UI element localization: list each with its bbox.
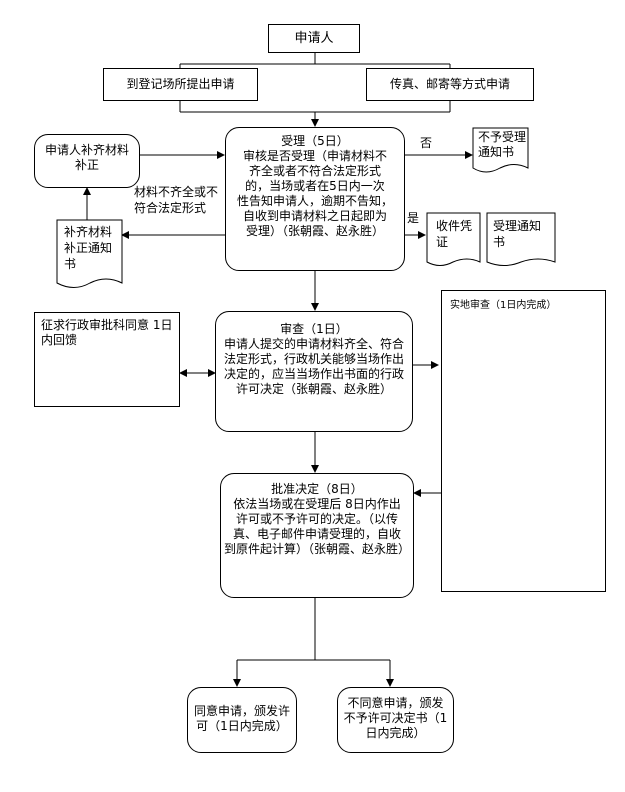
approve-box: 同意申请，颁发许 可（1日内完成） bbox=[187, 687, 297, 753]
site-check-label: 实地审查（1日内完成） bbox=[450, 300, 557, 311]
incomplete-label: 材料不齐全或不 符合法定形式 bbox=[134, 185, 219, 215]
decision-body: 依法当场或在受理后 8日内作出 许可或不予许可的决定。（以传 真、电子邮件申请受… bbox=[223, 497, 410, 556]
deny-label: 不同意申请，颁发 不予许可决定书（1 日内完成） bbox=[343, 696, 448, 740]
review-body: 申请人提交的申请材料齐全、符合 法定形式，行政机关能够当场作出 决定的，应当当场… bbox=[223, 337, 404, 396]
approve-label: 同意申请，颁发许 可（1日内完成） bbox=[193, 704, 290, 733]
deny-box: 不同意申请，颁发 不予许可决定书（1 日内完成） bbox=[337, 687, 454, 753]
accept-box: 受理（5日） 审核是否受理（申请材料不 齐全或者不符合法定形式 的，当场或者在5… bbox=[225, 127, 405, 271]
submit-onsite-label: 到登记场所提出申请 bbox=[126, 77, 235, 91]
applicant-label: 申请人 bbox=[294, 31, 334, 46]
no-label: 否 bbox=[420, 136, 433, 150]
reject-notice-text: 不予受理 通知书 bbox=[478, 130, 527, 159]
yes-label: 是 bbox=[407, 211, 420, 225]
accept-notice-text: 受理通知 书 bbox=[493, 219, 542, 249]
applicant-box: 申请人 bbox=[268, 24, 360, 53]
submit-remote-box: 传真、邮寄等方式申请 bbox=[366, 68, 534, 101]
submit-remote-label: 传真、邮寄等方式申请 bbox=[389, 77, 510, 91]
accept-title: 受理（5日） bbox=[281, 134, 349, 148]
decision-title: 批准决定（8日） bbox=[271, 482, 363, 496]
decision-box: 批准决定（8日） 依法当场或在受理后 8日内作出 许可或不予许可的决定。（以传 … bbox=[220, 473, 414, 598]
submit-onsite-box: 到登记场所提出申请 bbox=[103, 68, 258, 101]
consult-label: 征求行政审批科同意 1日 内回馈 bbox=[41, 318, 173, 347]
doc-accept-notice bbox=[486, 212, 556, 266]
consult-box: 征求行政审批科同意 1日 内回馈 bbox=[34, 312, 180, 407]
supplement-notice-text: 补齐材料 补正通知 书 bbox=[64, 225, 113, 271]
review-box: 审查（1日） 申请人提交的申请材料齐全、符合 法定形式，行政机关能够当场作出 决… bbox=[215, 311, 413, 432]
accept-body: 审核是否受理（申请材料不 齐全或者不符合法定形式 的，当场或者在5日内一次 性告… bbox=[236, 149, 393, 238]
review-title: 审查（1日） bbox=[280, 322, 348, 336]
supplement-box: 申请人补齐材料 补正 bbox=[34, 134, 140, 188]
doc-reject-notice bbox=[472, 127, 529, 173]
doc-receipt bbox=[426, 212, 481, 266]
site-check-box: 实地审查（1日内完成） bbox=[441, 290, 606, 592]
receipt-text: 收件凭 证 bbox=[436, 219, 473, 249]
doc-supplement-notice bbox=[56, 219, 123, 288]
supplement-label: 申请人补齐材料 补正 bbox=[44, 143, 129, 172]
